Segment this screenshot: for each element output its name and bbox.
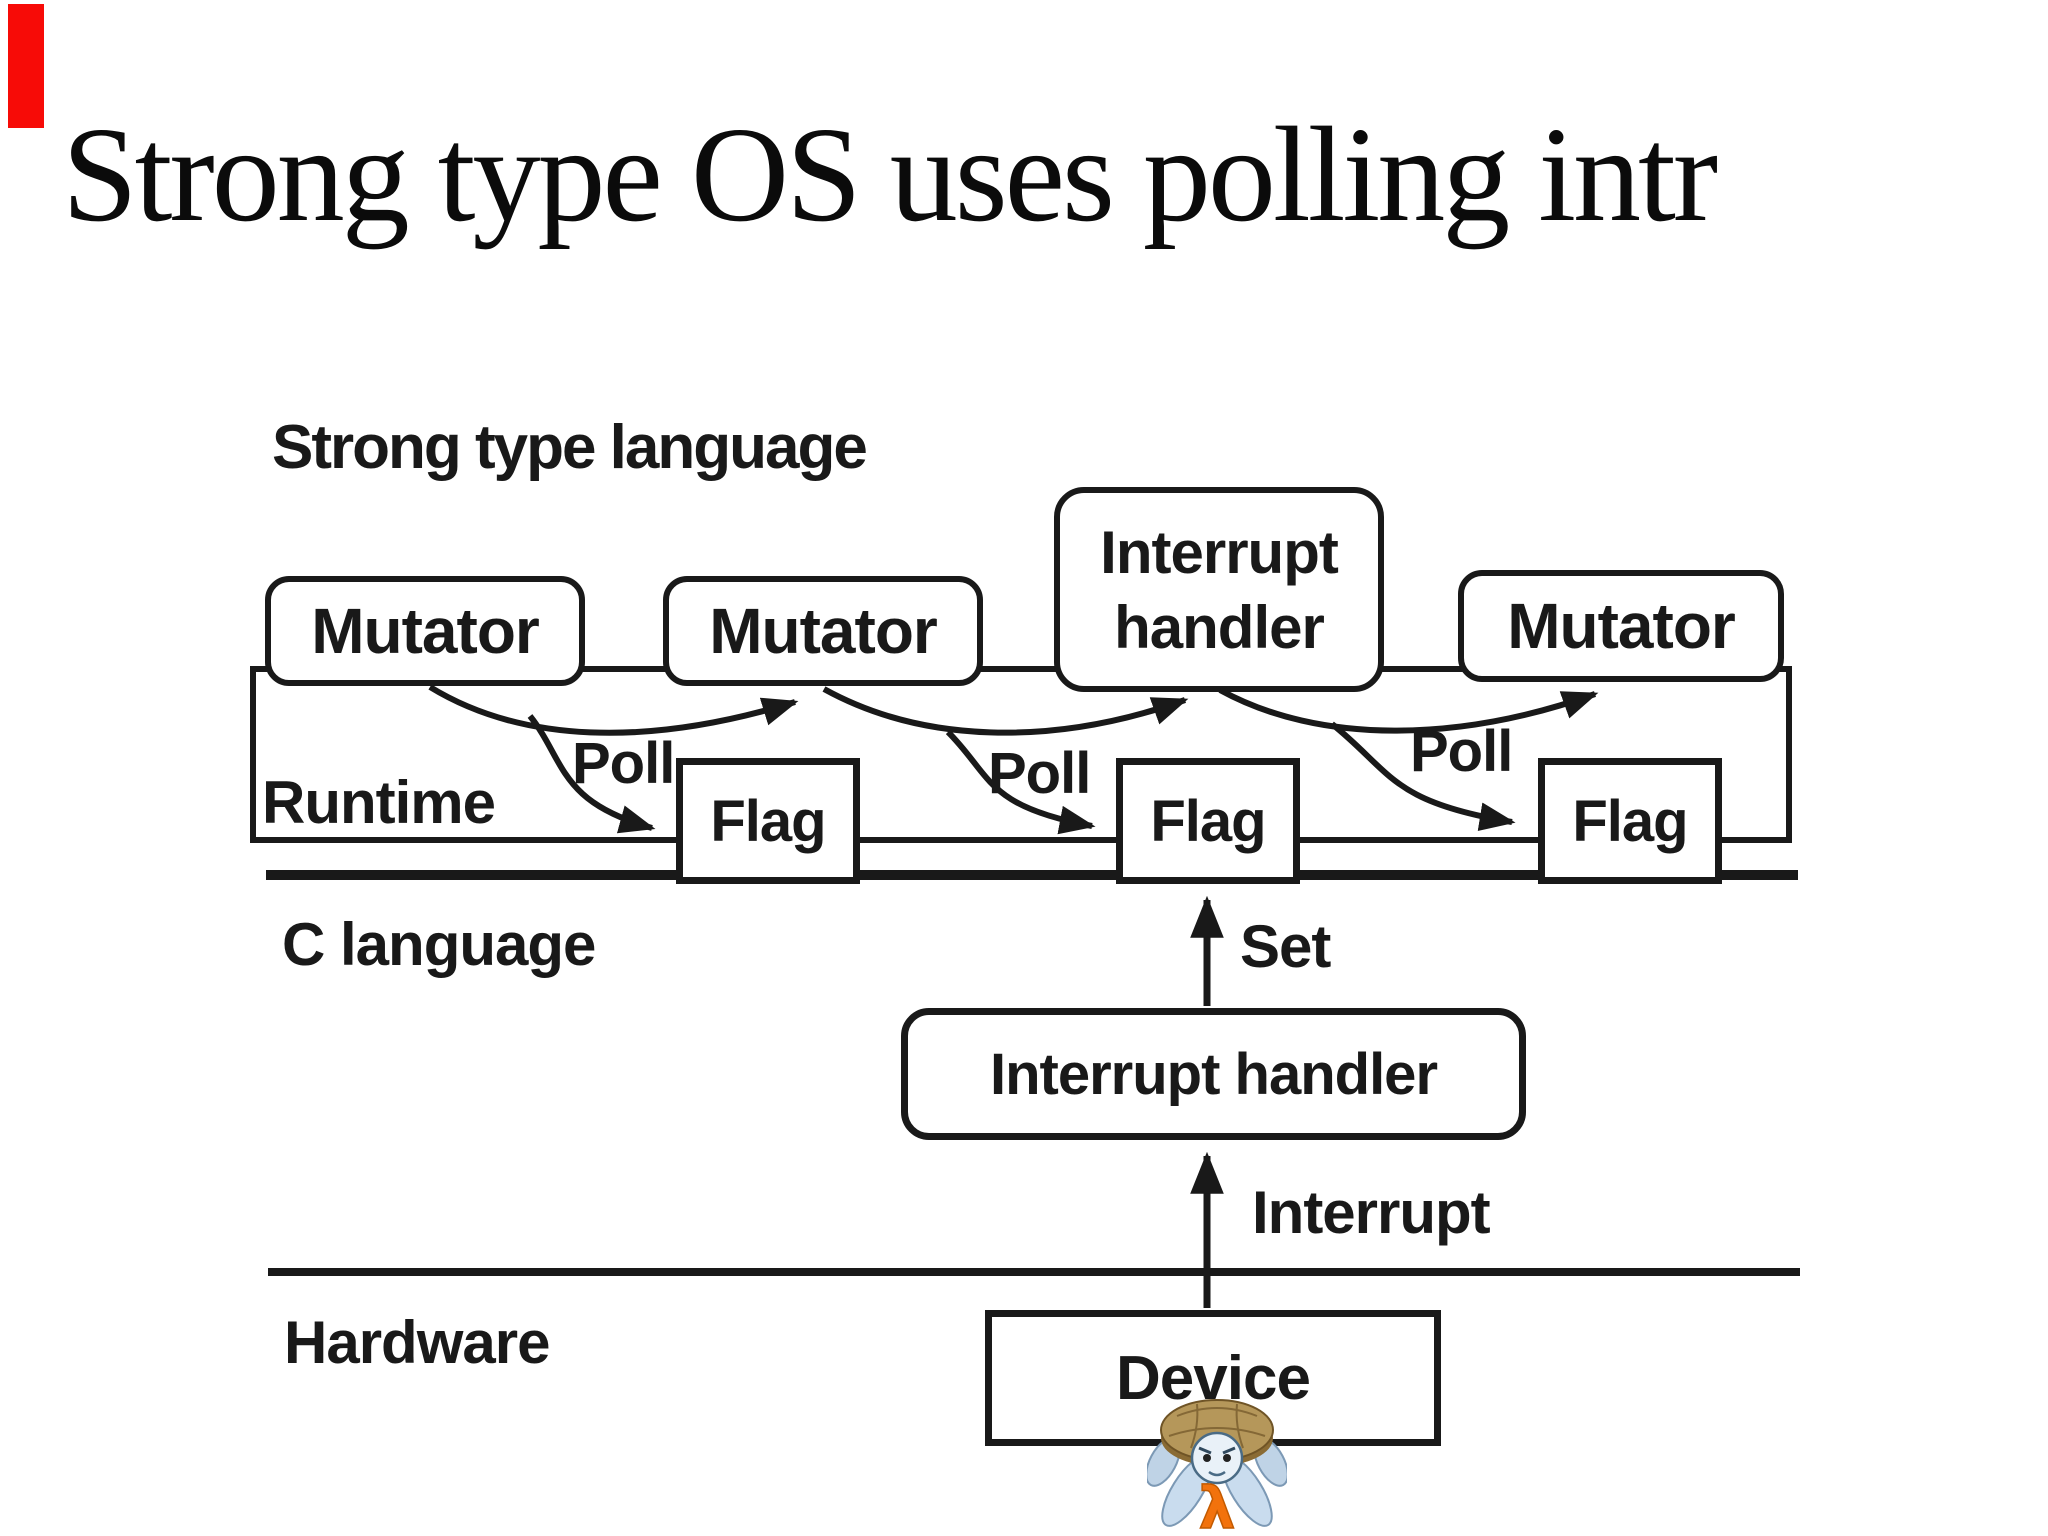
label-strong-type-language: Strong type language xyxy=(272,413,868,482)
interrupt-handler-main-box: Interrupt handler xyxy=(901,1008,1526,1140)
turtle-right-eye xyxy=(1223,1454,1231,1462)
flag-box-3-label: Flag xyxy=(1572,788,1688,854)
runtime-c-boundary-line xyxy=(266,870,1798,880)
mutator-box-1: Mutator xyxy=(265,576,585,686)
device-box-label: Device xyxy=(1116,1343,1311,1413)
interrupt-handler-top-line1: Interrupt xyxy=(1100,518,1339,586)
turtle-left-front-flipper xyxy=(1161,1455,1213,1527)
interrupt-handler-main-label: Interrupt handler xyxy=(989,1041,1438,1107)
label-runtime: Runtime xyxy=(262,769,496,836)
label-set: Set xyxy=(1240,913,1331,980)
red-accent-bar xyxy=(8,4,44,128)
flag-box-2-label: Flag xyxy=(1150,788,1266,854)
label-interrupt: Interrupt xyxy=(1252,1179,1491,1246)
turtle-left-eye xyxy=(1203,1454,1211,1462)
device-box: Device xyxy=(985,1310,1441,1446)
turtle-mouth xyxy=(1208,1470,1226,1477)
lambda-icon: λ xyxy=(1199,1474,1236,1536)
label-poll-3: Poll xyxy=(1410,719,1513,784)
label-hardware: Hardware xyxy=(284,1309,550,1376)
turtle-brows xyxy=(1198,1446,1236,1455)
turtle-right-front-flipper xyxy=(1221,1455,1273,1527)
mutator-box-3-label: Mutator xyxy=(1507,590,1736,662)
interrupt-handler-top-line2: handler xyxy=(1114,593,1325,661)
slide-title: Strong type OS uses polling intr xyxy=(62,100,1718,250)
label-poll-2: Poll xyxy=(988,741,1091,806)
mutator-box-2-label: Mutator xyxy=(709,595,938,667)
label-poll-1: Poll xyxy=(572,731,675,796)
mutator-box-2: Mutator xyxy=(663,576,983,686)
mutator-box-1-label: Mutator xyxy=(311,595,540,667)
flag-box-2: Flag xyxy=(1116,758,1300,884)
flag-box-3: Flag xyxy=(1538,758,1722,884)
flag-box-1-label: Flag xyxy=(710,788,826,854)
flag-box-1: Flag xyxy=(676,758,860,884)
label-c-language: C language xyxy=(282,911,596,978)
mutator-box-3: Mutator xyxy=(1458,570,1784,682)
interrupt-handler-top-box: Interrupt handler xyxy=(1054,487,1384,692)
